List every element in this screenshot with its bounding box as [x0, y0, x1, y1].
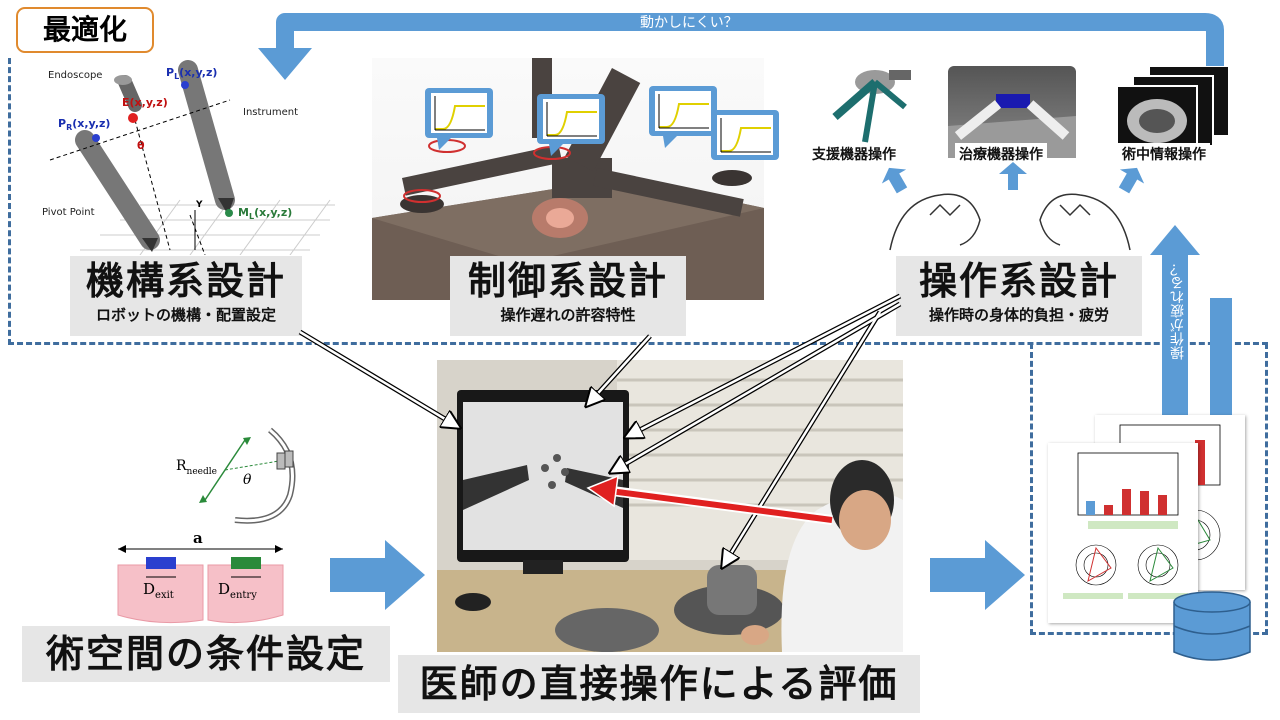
- evaluation-title: 医師の直接操作による評価: [398, 655, 920, 713]
- database-icon: [1170, 588, 1255, 668]
- red-arrow: [588, 476, 832, 520]
